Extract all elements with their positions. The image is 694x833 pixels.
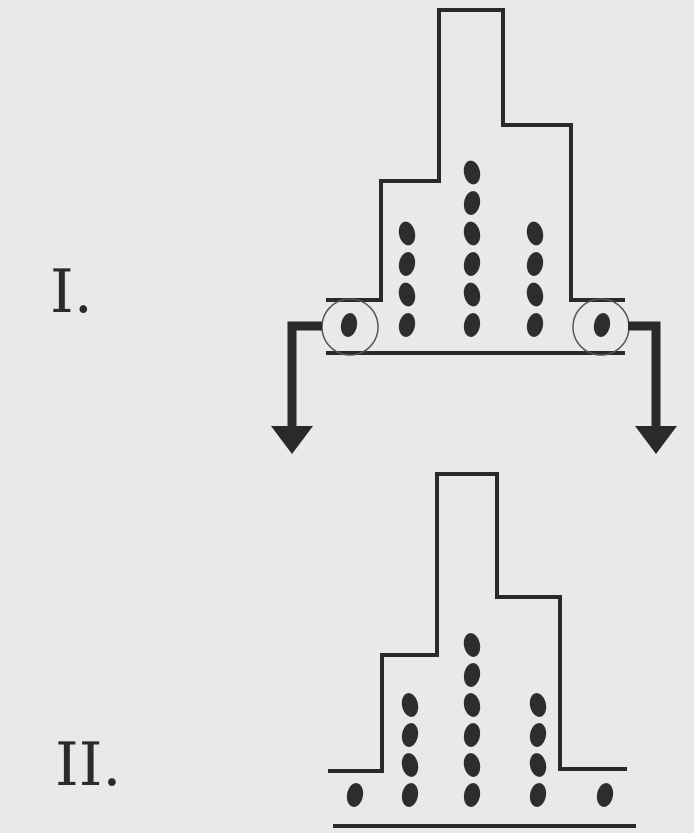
left-removal-arrow-shaft	[287, 321, 322, 428]
bean	[463, 633, 481, 657]
bean	[463, 663, 481, 687]
bean	[526, 282, 544, 307]
bean	[463, 313, 481, 337]
bean	[529, 693, 547, 717]
bean	[526, 313, 544, 337]
diagram-one-beans	[340, 160, 611, 337]
bean	[401, 783, 419, 807]
bean	[340, 313, 358, 337]
diagram-one-label: I.	[50, 257, 93, 327]
bean	[398, 221, 416, 246]
bean	[463, 693, 481, 717]
right-removal-arrow-head-icon	[635, 426, 677, 454]
diagram-one-histogram-outline	[326, 8, 625, 302]
bean	[398, 313, 416, 337]
right-removal-arrow-shaft	[628, 321, 661, 428]
bean	[401, 693, 419, 717]
bean	[596, 783, 614, 807]
bean	[529, 753, 547, 777]
diagram-two-beans	[346, 633, 614, 807]
bean	[529, 783, 547, 807]
bean	[526, 252, 544, 276]
bean	[529, 723, 547, 747]
bean	[401, 723, 419, 747]
bean	[463, 723, 481, 747]
diagram-two-histogram-outline	[328, 472, 627, 773]
bean	[463, 783, 481, 807]
bean	[463, 753, 481, 777]
bean	[346, 783, 364, 807]
bean	[463, 282, 481, 307]
bean	[463, 252, 481, 276]
bean	[526, 221, 544, 246]
bean	[401, 753, 419, 777]
bean	[463, 160, 481, 185]
bean	[463, 221, 481, 246]
diagram-two-label: II.	[55, 730, 121, 800]
bean	[398, 252, 416, 276]
diagram-two: II.	[55, 472, 636, 828]
bean	[463, 191, 481, 215]
bean	[398, 282, 416, 307]
bean	[593, 313, 611, 337]
left-removal-arrow-head-icon	[271, 426, 313, 454]
diagram-one: I.	[50, 8, 677, 454]
